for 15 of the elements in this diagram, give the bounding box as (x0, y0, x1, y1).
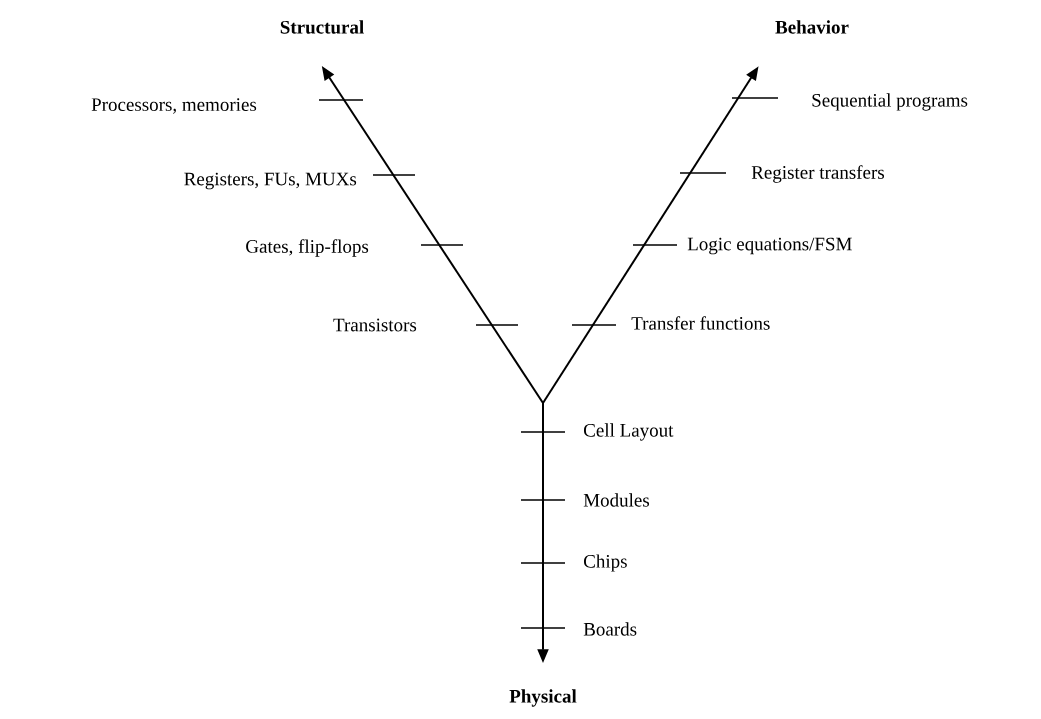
level-label: Sequential programs (812, 93, 968, 111)
level-label: Cell Layout (584, 423, 674, 441)
level-label: Processors, memories (91, 98, 257, 114)
level-label: Logic equations/FSM (687, 237, 852, 255)
level-label: Gates, flip-flops (246, 239, 369, 257)
level-label: Chips (584, 554, 627, 572)
axis-label: Behavior (775, 20, 849, 34)
level-label: Register transfers (751, 165, 884, 183)
level-label: Modules (583, 493, 650, 507)
axis-label: Structural (280, 20, 364, 34)
axis-label: Physical (509, 689, 577, 707)
level-label: Transistors (333, 318, 417, 332)
level-label: Transfer functions (631, 316, 770, 330)
level-label: Registers, FUs, MUXs (184, 172, 357, 190)
level-label: Boards (583, 622, 637, 636)
